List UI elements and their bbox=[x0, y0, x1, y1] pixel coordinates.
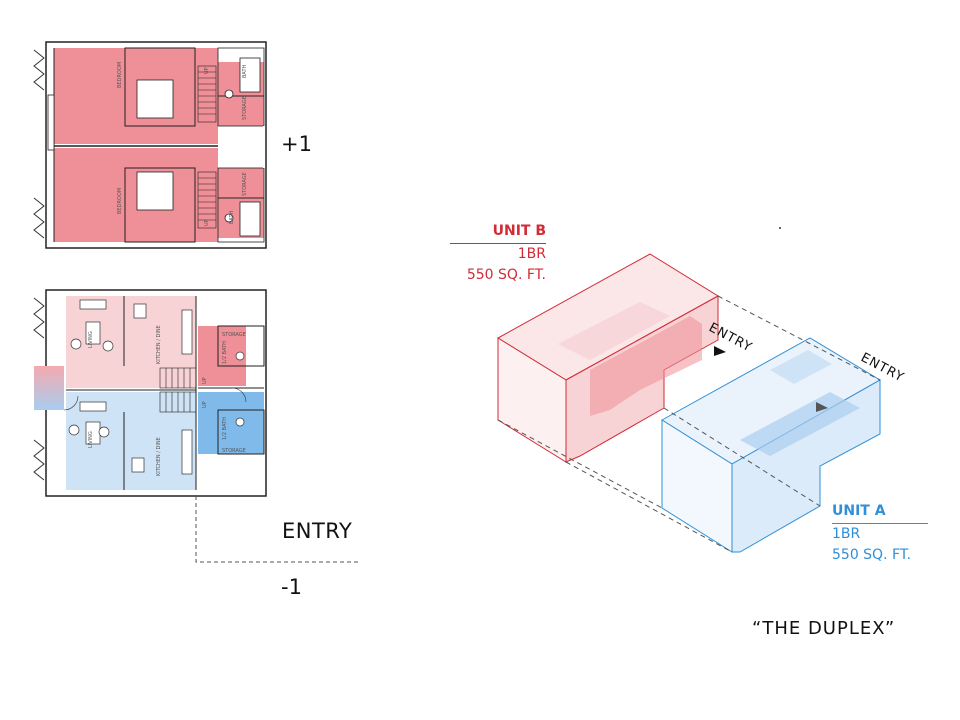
bathtub-icon bbox=[239, 57, 261, 93]
entry-path-line bbox=[195, 496, 360, 563]
bed-icon bbox=[136, 79, 174, 119]
stair-up-label: UP bbox=[204, 67, 210, 74]
room-label-storage: STORAGE bbox=[242, 172, 248, 196]
room-label-bedroom: BEDROOM bbox=[117, 62, 123, 88]
unit-b-callout: UNIT B 1BR 550 SQ. FT. bbox=[450, 221, 546, 286]
unit-a-volume bbox=[661, 337, 881, 553]
window-symbol bbox=[33, 439, 45, 481]
upper-unit-1-fill bbox=[54, 48, 218, 144]
toilet-icon bbox=[224, 89, 234, 99]
room-label-kitchen: KITCHEN / DINE bbox=[156, 325, 162, 364]
entry-label-plan: ENTRY bbox=[282, 519, 353, 543]
upper-unit-2-fill bbox=[54, 148, 218, 242]
entry-arrow-icon bbox=[816, 402, 828, 412]
unit-b-area: 550 SQ. FT. bbox=[466, 267, 546, 283]
kitchen-counter-icon bbox=[181, 429, 193, 475]
window-symbol bbox=[33, 197, 45, 239]
armchair-icon bbox=[70, 338, 82, 350]
room-label-kitchen: KITCHEN / DINE bbox=[156, 437, 162, 476]
room-label-bath: BATH bbox=[242, 64, 248, 78]
entry-arrow-icon bbox=[714, 346, 726, 356]
armchair-icon bbox=[102, 340, 114, 352]
toilet-icon bbox=[224, 213, 234, 223]
dining-table-icon bbox=[133, 303, 147, 319]
stair-up-label: UP bbox=[202, 377, 208, 384]
unit-b-interior-fill bbox=[590, 316, 702, 416]
toilet-icon bbox=[235, 417, 245, 427]
room-label-living: LIVING bbox=[88, 331, 94, 348]
entry-vestibule-fill bbox=[34, 366, 64, 410]
room-label-bath: BATH bbox=[229, 210, 235, 224]
unit-a-stair-landing bbox=[770, 350, 832, 384]
armchair-icon bbox=[68, 424, 80, 436]
level-label-lower: -1 bbox=[281, 575, 302, 599]
projection-lines bbox=[497, 295, 881, 553]
unit-b-name: UNIT B bbox=[450, 221, 546, 244]
armchair-icon bbox=[98, 426, 110, 438]
room-label-storage: STORAGE bbox=[222, 332, 246, 338]
sofa-icon bbox=[79, 299, 107, 310]
room-label-bedroom: BEDROOM bbox=[117, 188, 123, 214]
window-symbol bbox=[33, 49, 45, 91]
coffee-table-icon bbox=[85, 321, 101, 345]
lower-unit-b-fill bbox=[66, 296, 196, 388]
bathtub-icon bbox=[239, 201, 261, 237]
kitchen-counter-icon bbox=[181, 309, 193, 355]
window-symbol bbox=[33, 297, 45, 339]
room-label-half-bath: 1/2 BATH bbox=[222, 417, 228, 440]
room-label-living: LIVING bbox=[88, 431, 94, 448]
unit-a-rooms: 1BR bbox=[832, 526, 861, 542]
upper-floor-plan: BEDROOM BEDROOM BATH STORAGE STORAGE BAT… bbox=[33, 41, 267, 249]
stair-symbol bbox=[159, 367, 197, 413]
unit-b-rooms: 1BR bbox=[517, 246, 546, 262]
room-label-half-bath: 1/2 BATH bbox=[222, 341, 228, 364]
unit-a-floor-plate bbox=[740, 392, 860, 456]
unit-a-name: UNIT A bbox=[832, 501, 928, 524]
level-label-upper: +1 bbox=[281, 132, 312, 156]
diagram-caption: “THE DUPLEX” bbox=[752, 618, 896, 639]
unit-b-floor-plate bbox=[558, 302, 670, 360]
duplex-axonometric: ENTRY ENTRY bbox=[497, 227, 907, 553]
stair-symbol bbox=[197, 65, 217, 123]
lower-unit-a-service-fill bbox=[198, 392, 264, 454]
sofa-icon bbox=[79, 401, 107, 412]
stair-up-label: UP bbox=[202, 401, 208, 408]
dining-table-icon bbox=[131, 457, 145, 473]
toilet-icon bbox=[235, 351, 245, 361]
room-label-storage: STORAGE bbox=[242, 96, 248, 120]
room-label-storage: STORAGE bbox=[222, 448, 246, 454]
upper-plan-outline bbox=[45, 41, 267, 249]
unit-a-callout: UNIT A 1BR 550 SQ. FT. bbox=[832, 501, 928, 566]
bed-icon bbox=[136, 171, 174, 211]
stair-symbol bbox=[197, 171, 217, 229]
lower-floor-plan: LIVING LIVING KITCHEN / DINE KITCHEN / D… bbox=[33, 289, 360, 563]
stair-up-label: UP bbox=[204, 219, 210, 226]
unit-a-area: 550 SQ. FT. bbox=[832, 547, 912, 563]
